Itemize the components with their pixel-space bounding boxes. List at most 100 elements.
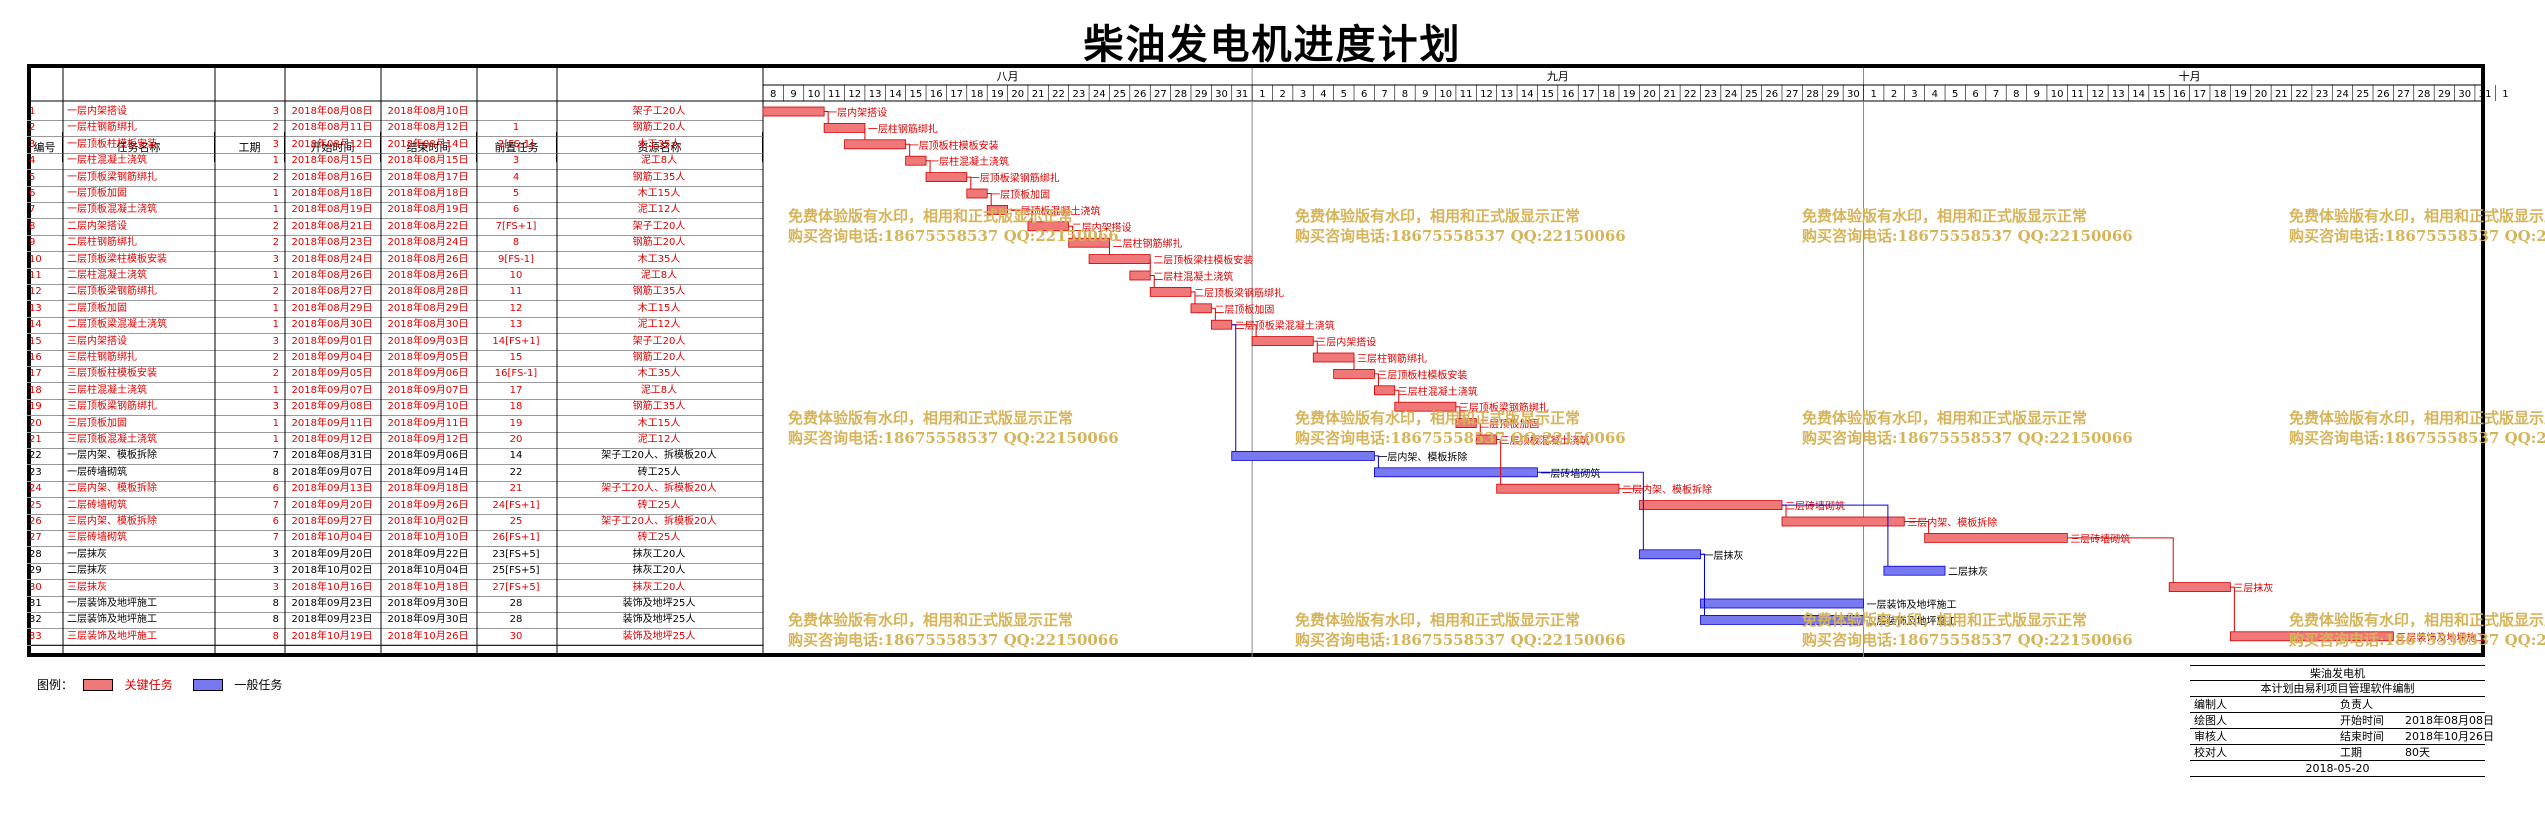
cell-name: 一层柱混凝土浇筑: [67, 155, 147, 167]
day-label: 19: [1623, 89, 1636, 100]
legend-critical-swatch: [82, 678, 113, 691]
cell-id: 13: [29, 302, 42, 314]
cell-start: 2018年09月12日: [291, 434, 373, 445]
info-date: 2018-05-20: [2305, 762, 2370, 775]
watermark-line1: 免费体验版有水印，相用和正式版显示正常: [2289, 409, 2545, 427]
cell-pred: 6: [512, 204, 520, 216]
cell-start: 2018年08月18日: [291, 188, 373, 199]
cell-pred: 1: [512, 122, 520, 134]
cell-resource: 木工35人: [637, 368, 681, 380]
info-key: 绘图人: [2194, 714, 2227, 727]
gantt-bar: [762, 106, 825, 117]
day-label: 19: [991, 89, 1004, 100]
cell-duration: 3: [272, 401, 279, 413]
day-label: 2: [1280, 89, 1286, 100]
cell-end: 2018年10月02日: [387, 516, 469, 527]
cell-resource: 木工15人: [637, 302, 681, 314]
watermark-text: 免费体验版有水印，相用和正式版显示正常购买咨询电话:18675558537 QQ…: [788, 206, 1119, 246]
day-label: 1: [2502, 89, 2508, 100]
cell-pred: 9[FS-1]: [497, 253, 535, 265]
day-label: 10: [1439, 89, 1452, 100]
info-project: 柴油发电机: [2310, 667, 2365, 680]
dependency-link: [987, 193, 992, 206]
cell-end: 2018年09月30日: [387, 598, 469, 609]
cell-duration: 7: [272, 532, 279, 544]
cell-id: 23: [29, 466, 42, 478]
gantt-bar-label: 一层顶板混凝土浇筑: [1011, 204, 1101, 217]
day-label: 2: [1891, 89, 1897, 100]
gantt-bar-label: 二层内架搭设: [1072, 221, 1132, 234]
cell-start: 2018年08月26日: [291, 270, 373, 281]
cell-duration: 2: [272, 352, 279, 363]
dependency-link: [1150, 275, 1155, 288]
gantt-bar: [823, 123, 866, 133]
dependency-link: [2067, 537, 2174, 583]
cell-id: 16: [29, 352, 42, 363]
day-label: 27: [1154, 89, 1167, 100]
info-value: 2018年08月08日: [2405, 714, 2494, 727]
day-label: 5: [1952, 89, 1958, 100]
cell-resource: 泥工12人: [637, 319, 681, 331]
cell-end: 2018年10月04日: [387, 565, 469, 577]
gantt-bar: [1374, 385, 1396, 396]
cell-start: 2018年10月02日: [291, 565, 373, 577]
day-label: 16: [2173, 89, 2186, 100]
cell-id: 14: [29, 319, 42, 331]
day-label: 22: [2295, 89, 2308, 100]
watermark-line1: 免费体验版有水印，相用和正式版显示正常: [1295, 611, 1581, 629]
day-label: 6: [1972, 89, 1978, 100]
cell-pred: 2[FS-1]: [497, 138, 535, 150]
gantt-bar-label: 二层柱钢筋绑扎: [1112, 237, 1182, 250]
legend: 图例： 关键任务 一般任务: [37, 676, 282, 693]
day-label: 14: [2132, 89, 2145, 100]
cell-end: 2018年09月06日: [387, 368, 469, 380]
cell-id: 33: [29, 630, 42, 642]
cell-pred: 3: [512, 155, 520, 167]
cell-name: 一层砖墙砌筑: [67, 466, 127, 478]
gantt-bar-label: 二层顶板梁柱模板安装: [1153, 254, 1253, 267]
gantt-bar-label: 三层砖墙砌筑: [2070, 532, 2130, 545]
gantt-bar-label: 一层柱钢筋绑扎: [868, 122, 938, 135]
legend-normal-label: 一般任务: [234, 678, 283, 692]
day-label: 5: [1341, 89, 1347, 100]
gantt-bar-label: 一层内架、模板拆除: [1377, 450, 1467, 463]
dependency-link: [1782, 504, 1889, 567]
dependency-link: [1476, 422, 1481, 435]
gantt-bar: [1190, 303, 1212, 314]
cell-name: 一层顶板梁钢筋绑扎: [67, 171, 157, 183]
day-label: 28: [1174, 89, 1187, 100]
watermark-line2: 购买咨询电话:18675558537 QQ:22150066: [788, 631, 1119, 649]
